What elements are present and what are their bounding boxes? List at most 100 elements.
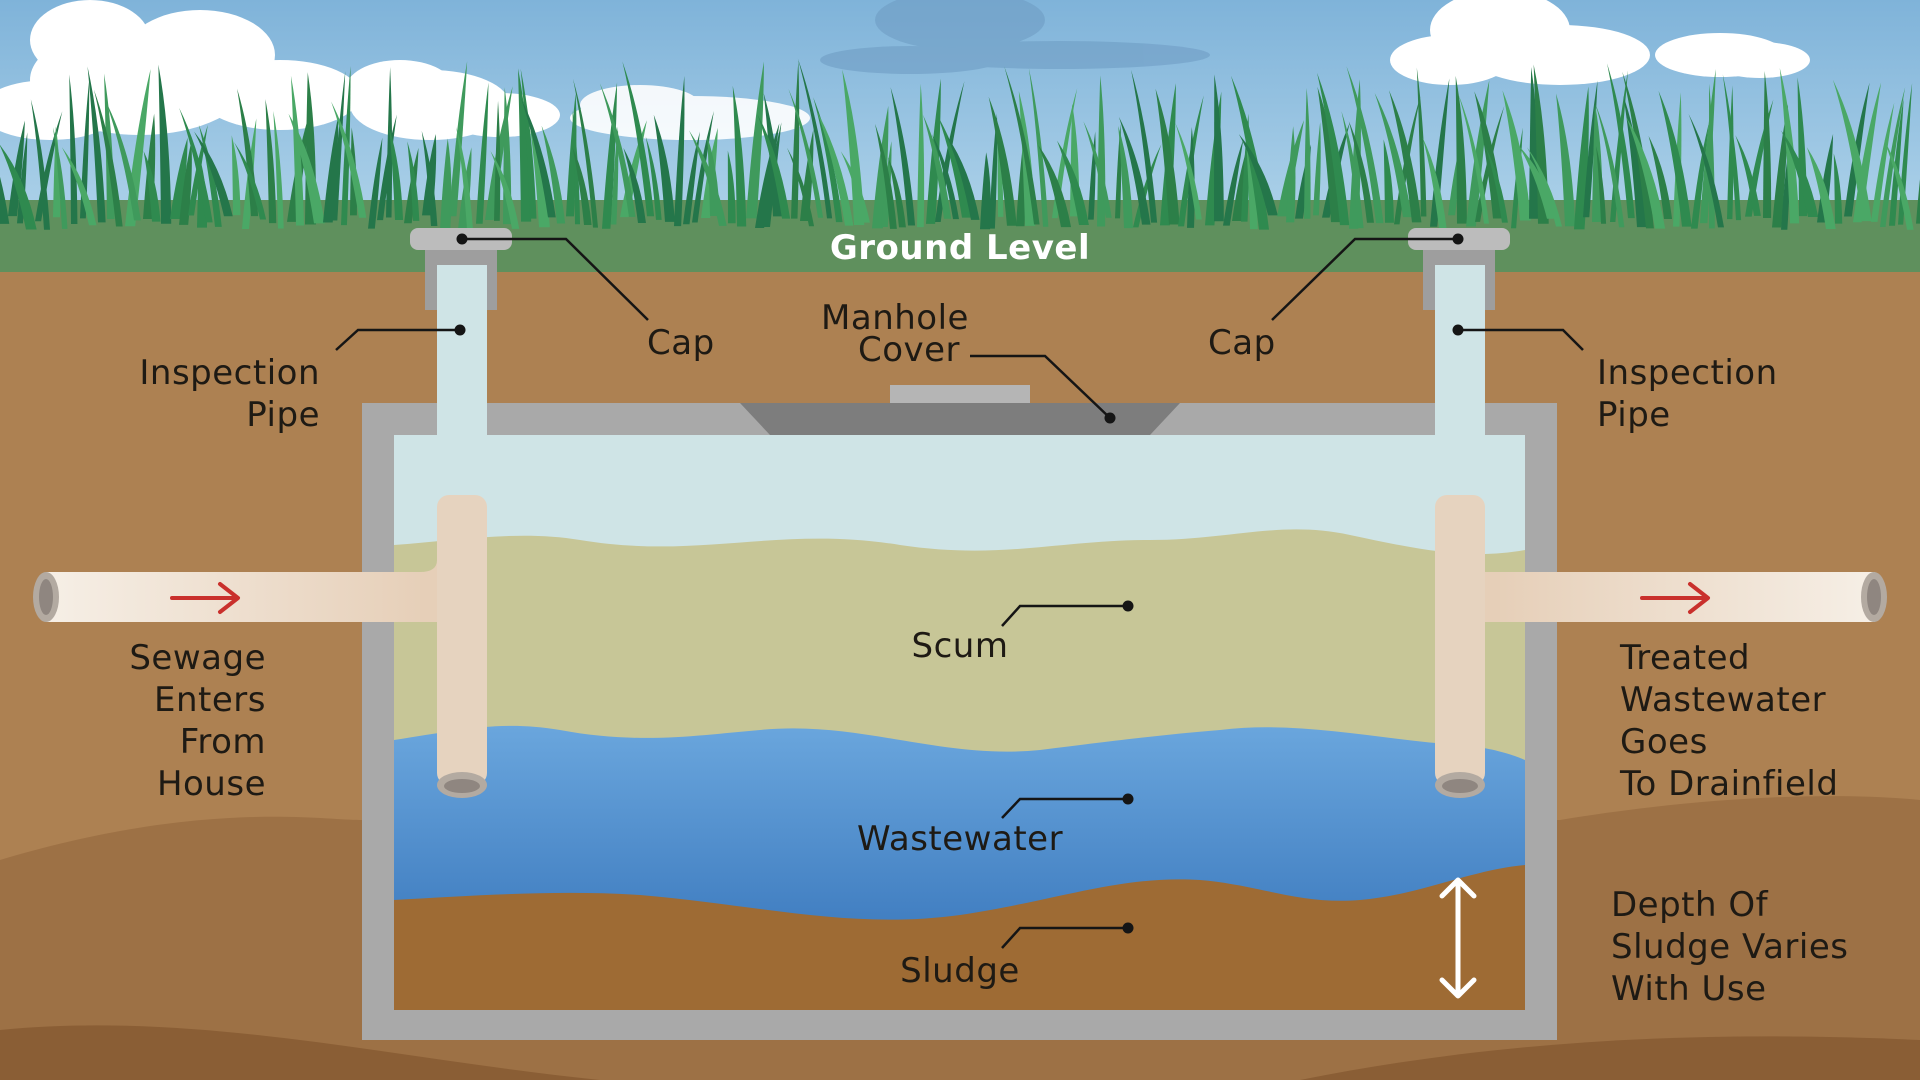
manhole-cover-line-1: Manhole — [821, 298, 969, 338]
grass-blade — [1175, 123, 1202, 220]
grass-blade — [170, 137, 188, 219]
cloud-right — [1390, 0, 1810, 85]
manhole-cover-label: Manhole Cover — [810, 298, 980, 367]
grass-blade — [1833, 153, 1843, 224]
grass-blade — [727, 150, 736, 224]
grass-blade — [456, 127, 473, 229]
grass-blade — [1118, 126, 1133, 229]
inspection-pipe-right-line-1: Inspection — [1597, 353, 1778, 393]
grass-blade — [61, 147, 97, 226]
inspection-pipe-left-line-1: Inspection — [139, 353, 320, 393]
leader-inspection-left — [335, 328, 460, 351]
grass-blade — [1889, 98, 1904, 226]
grass-blade — [1502, 90, 1531, 221]
grass-blade — [1455, 75, 1467, 224]
grass-blade — [529, 125, 550, 228]
grass-blade — [490, 150, 520, 229]
grass-blade — [788, 88, 824, 218]
grass-blade — [732, 85, 747, 227]
grass-blade — [689, 130, 727, 226]
grass-blade — [1317, 86, 1342, 223]
grass-blade — [1626, 117, 1666, 229]
grass-blade — [1458, 94, 1490, 224]
grass-blade — [1057, 140, 1089, 226]
sludge-layer — [394, 865, 1525, 1010]
grass-blade — [440, 138, 452, 230]
sludge-depth-line-1: Depth Of — [1611, 885, 1769, 925]
grass-blade — [692, 111, 714, 223]
sludge-depth-line-2: Sludge Varies — [1611, 927, 1849, 967]
grass-blade — [1348, 121, 1374, 223]
right-arrow-icon — [1640, 582, 1710, 614]
soil-layer-darker — [0, 1025, 600, 1080]
grass-blade — [1727, 85, 1734, 220]
grass-blade — [683, 131, 700, 225]
leader-cap-right — [1271, 237, 1458, 321]
sewage-enters-line-4: House — [156, 764, 266, 804]
leader-dots — [454, 233, 1464, 934]
grass-blade — [0, 145, 37, 230]
grass-blade — [1223, 139, 1244, 226]
grass-blade — [890, 87, 916, 226]
grass-blade — [653, 114, 675, 222]
grass-blade — [158, 64, 172, 224]
grass-blade — [917, 83, 925, 228]
grass-blade — [1607, 63, 1635, 219]
grass-blade — [1304, 87, 1311, 219]
grass-blade — [407, 141, 420, 221]
grass-blade — [288, 113, 325, 224]
grass-blade — [1583, 80, 1598, 218]
grass-blade — [1485, 146, 1508, 223]
grass-blade — [645, 136, 662, 220]
sludge-label: Sludge — [900, 951, 1020, 991]
treated-wastewater-label: Treated Wastewater Goes To Drainfield — [1620, 637, 1838, 805]
inspection-pipe-left-line-2: Pipe — [246, 395, 320, 435]
cloud-left — [0, 0, 360, 140]
grass-blade — [1832, 79, 1872, 222]
grass-blade — [1422, 137, 1447, 229]
grass-blade — [1388, 90, 1422, 223]
grass — [0, 58, 1920, 230]
grass-blade — [1346, 66, 1384, 224]
grass-blade — [746, 61, 764, 219]
grass-blade — [1884, 139, 1914, 230]
grass-blade — [887, 157, 906, 228]
grass-blade — [599, 83, 636, 217]
grass-blade — [989, 113, 998, 229]
grass-blade — [87, 66, 106, 223]
grass-blade — [1038, 145, 1072, 228]
sewage-enters-line-1: Sewage — [129, 638, 266, 678]
grass-blade — [1722, 74, 1742, 221]
grass-blade — [1214, 74, 1224, 222]
grass-blade — [1658, 90, 1692, 227]
cap-left-label: Cap — [647, 323, 715, 363]
grass-blade — [840, 151, 870, 223]
leader-lines — [335, 237, 1584, 949]
grass-blade — [1238, 134, 1278, 216]
leader-inspection-right — [1458, 328, 1584, 351]
grass-blade — [273, 110, 284, 229]
cap-right-label: Cap — [1208, 323, 1276, 363]
sewage-enters-line-2: Enters — [154, 680, 266, 720]
grass-blade — [1595, 103, 1625, 228]
grass-blade — [674, 75, 685, 227]
grass-blade — [331, 101, 367, 218]
soil-layer-darker-right — [1300, 1036, 1920, 1080]
grass-blade — [931, 134, 960, 220]
grass-blade — [813, 97, 843, 223]
grass-blade — [53, 126, 61, 218]
grass-blade — [521, 98, 556, 218]
treated-wastewater-line-3: Goes — [1620, 722, 1708, 762]
grass-blade — [8, 120, 25, 217]
leader-wastewater — [1001, 797, 1128, 819]
sludge-depth-label: Depth Of Sludge Varies With Use — [1611, 884, 1848, 1010]
grass-blade — [30, 99, 51, 230]
manhole-handle — [890, 385, 1030, 405]
grass-blade — [938, 117, 972, 218]
leader-scum — [1001, 604, 1128, 627]
manhole-cover — [740, 403, 1180, 435]
grass-blade — [1286, 126, 1296, 223]
treated-wastewater-line-4: To Drainfield — [1620, 764, 1839, 804]
grass-blade — [1083, 121, 1112, 218]
